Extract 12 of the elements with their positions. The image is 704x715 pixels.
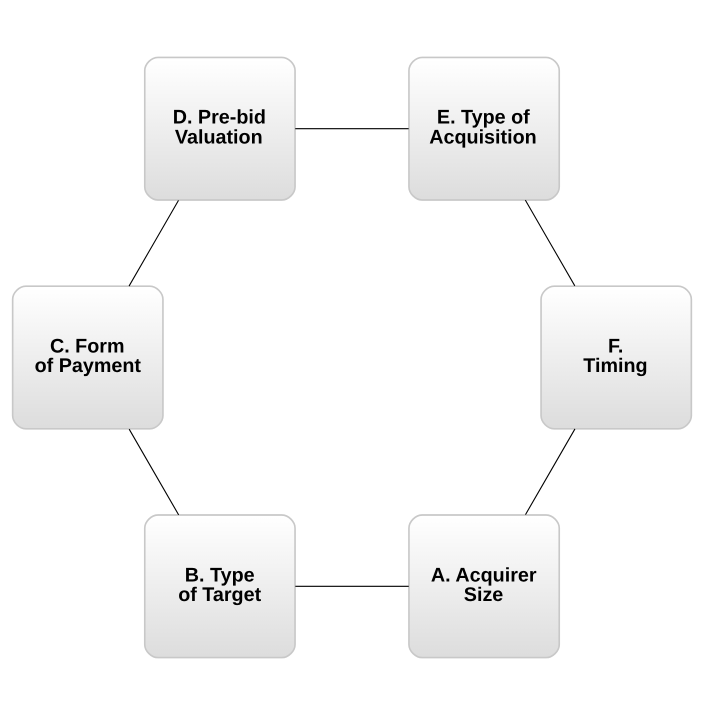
connector	[128, 200, 179, 286]
node-box: C. Form of Payment	[12, 285, 164, 430]
node-box: B. Type of Target	[144, 514, 296, 658]
node-box: D. Pre-bid Valuation	[144, 56, 296, 201]
node-box: A. Acquirer Size	[408, 514, 560, 658]
connector	[525, 428, 576, 515]
node-box: F. Timing	[540, 285, 692, 430]
connector	[295, 128, 409, 130]
node-box: E. Type of Acquisition	[408, 56, 560, 201]
connector	[524, 200, 576, 286]
connector	[295, 586, 409, 587]
connector	[128, 428, 180, 516]
